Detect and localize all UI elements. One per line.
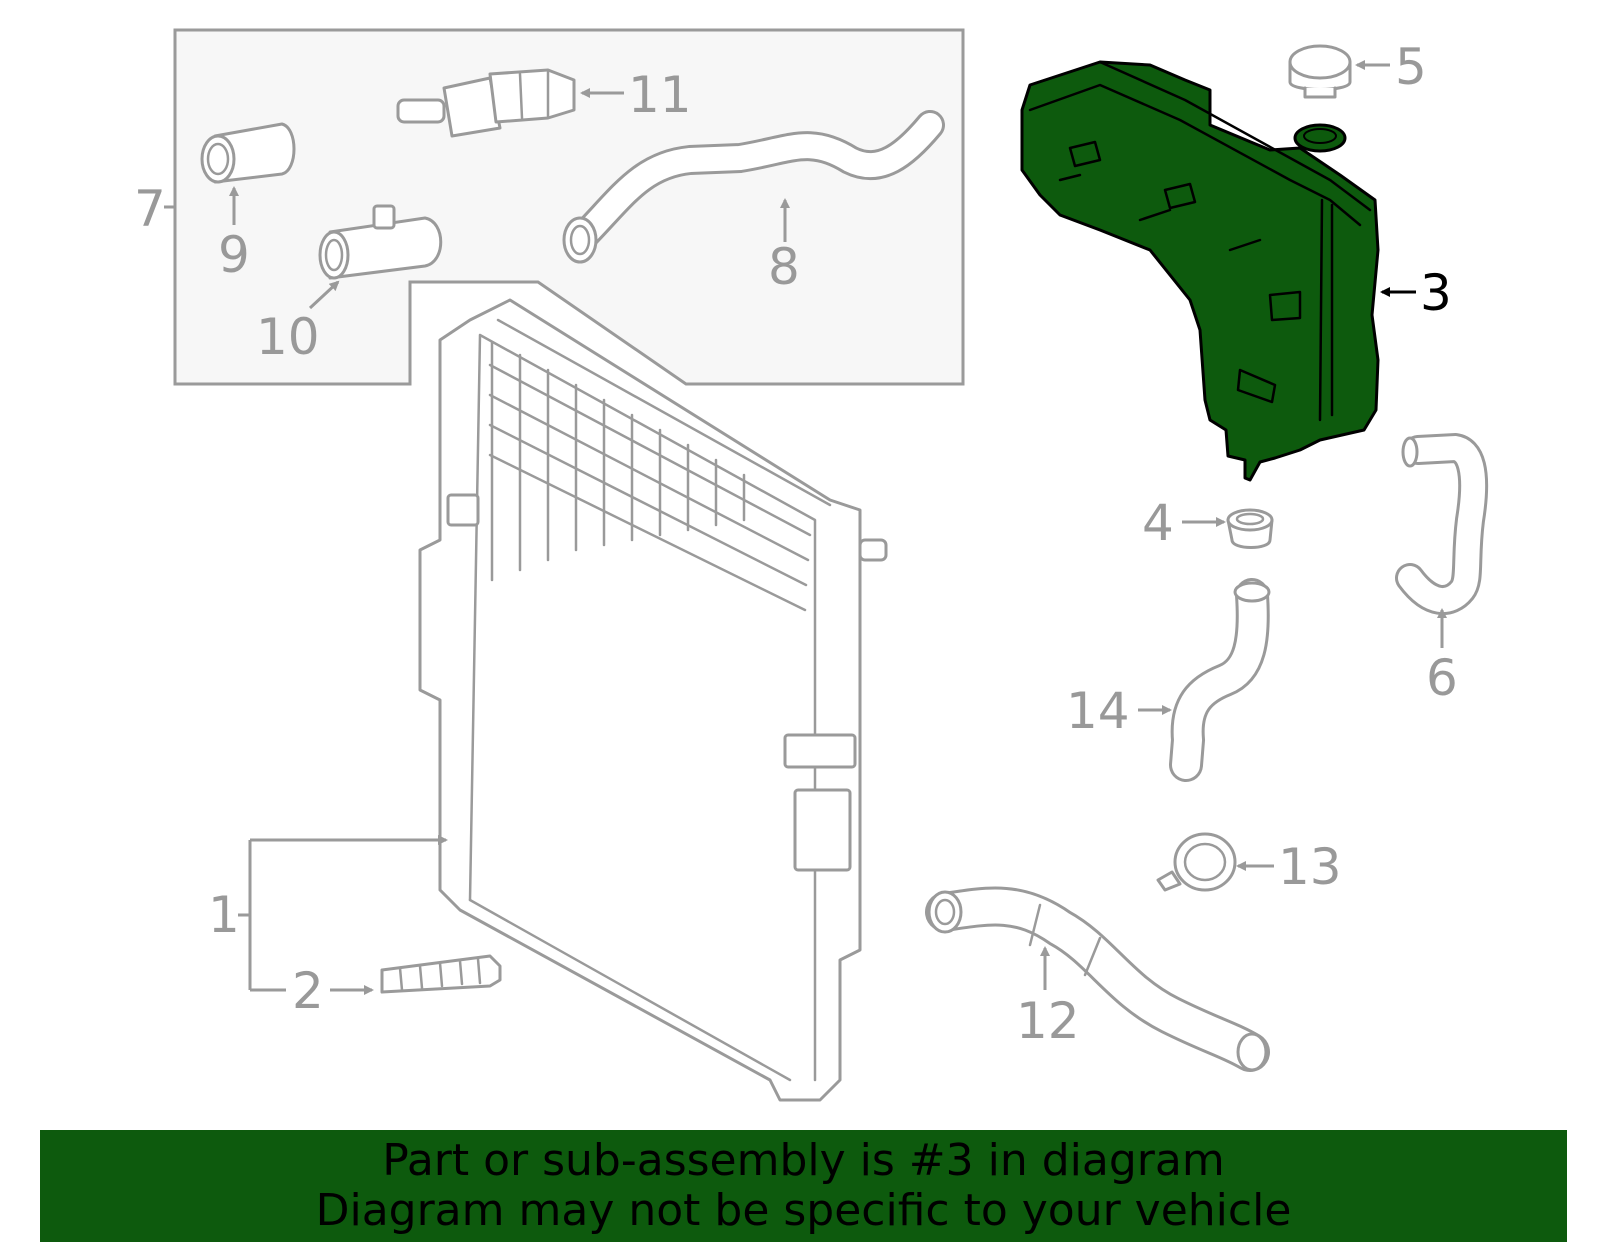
part-3-reservoir[interactable]: [1020, 60, 1380, 482]
part-4-grommet[interactable]: [1226, 508, 1274, 549]
callout-9[interactable]: 9: [218, 226, 250, 284]
part-14-hose[interactable]: [1169, 578, 1271, 782]
part-13-clamp[interactable]: [1156, 832, 1237, 892]
part-11-sensor[interactable]: [396, 68, 576, 138]
callout-4[interactable]: 4: [1142, 494, 1174, 552]
callout-14[interactable]: 14: [1066, 682, 1130, 740]
leader-10: [308, 280, 340, 310]
part-10-fitting[interactable]: [318, 204, 443, 280]
callout-8[interactable]: 8: [768, 238, 800, 296]
banner-line-1: Part or sub-assembly is #3 in diagram: [382, 1135, 1225, 1186]
part-5-cap[interactable]: [1288, 44, 1352, 99]
part-1-radiator[interactable]: [418, 298, 888, 1102]
callout-13[interactable]: 13: [1278, 838, 1342, 896]
callout-6[interactable]: 6: [1426, 649, 1458, 707]
callout-11[interactable]: 11: [628, 66, 692, 124]
part-8-hose[interactable]: [562, 110, 945, 264]
part-6-hose[interactable]: [1395, 432, 1489, 615]
info-banner: Part or sub-assembly is #3 in diagram Di…: [40, 1130, 1567, 1242]
callout-12[interactable]: 12: [1016, 992, 1080, 1050]
inset-box: [173, 28, 965, 386]
callout-5[interactable]: 5: [1395, 38, 1427, 96]
callout-labels: 1 2 3 4 5 6 7 8 9 10 11 12 13 14: [134, 38, 1458, 1050]
leader-lines: [164, 60, 1447, 990]
callout-1[interactable]: 1: [208, 886, 240, 944]
callout-2[interactable]: 2: [292, 962, 324, 1020]
part-9-coupler[interactable]: [200, 122, 296, 184]
part-2-drain-plug[interactable]: [380, 954, 502, 994]
callout-3[interactable]: 3: [1420, 264, 1452, 322]
part-12-hose[interactable]: [925, 886, 1270, 1072]
banner-line-2: Diagram may not be specific to your vehi…: [315, 1185, 1292, 1236]
callout-7[interactable]: 7: [134, 180, 166, 238]
callout-10[interactable]: 10: [256, 308, 320, 366]
